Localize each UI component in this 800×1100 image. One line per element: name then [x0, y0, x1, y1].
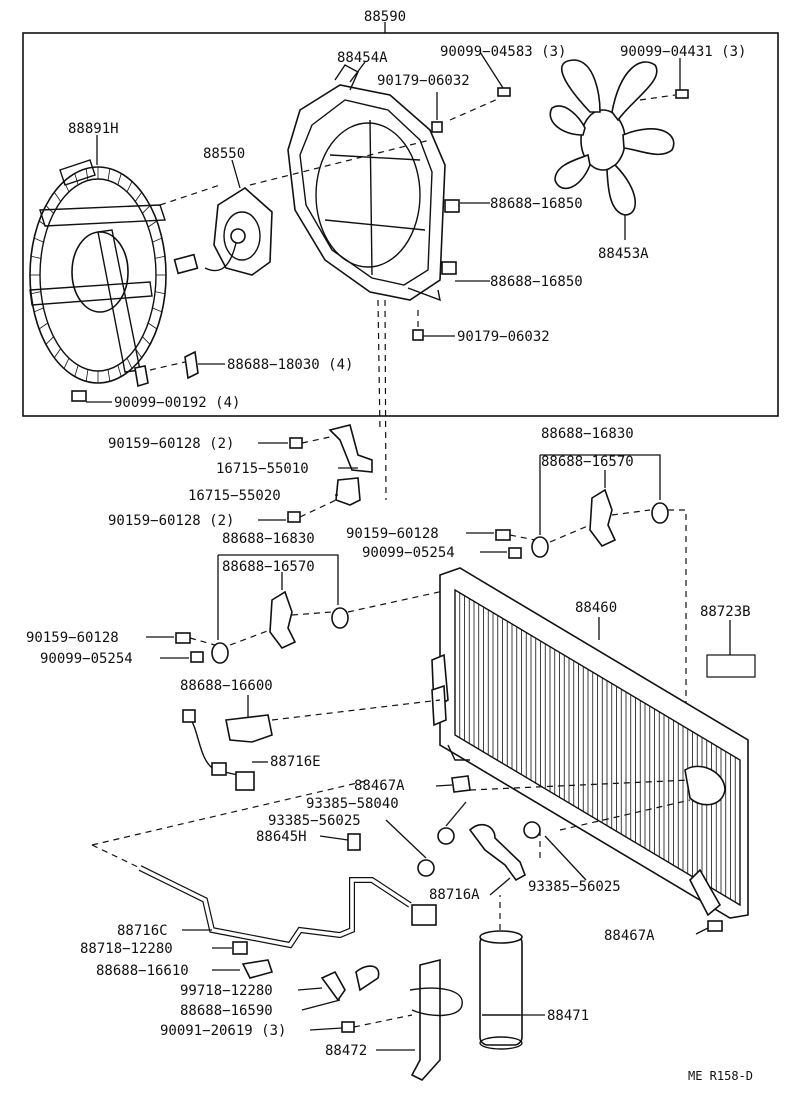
label-88460: 88460	[575, 600, 617, 616]
label-88645H: 88645H	[256, 829, 307, 845]
label-90091-20619: 90091−20619 (3)	[160, 1023, 286, 1039]
label-88716E: 88716E	[270, 754, 321, 770]
label-99718-12280: 99718−12280	[180, 983, 273, 999]
alignment-lines-box	[149, 94, 676, 371]
label-90099-00192: 90099−00192 (4)	[114, 395, 240, 411]
label-sticker	[706, 654, 756, 678]
label-88688-16610: 88688−16610	[96, 963, 189, 979]
label-90099-05254-a: 90099−05254	[362, 545, 455, 561]
condenser-core	[431, 567, 749, 919]
liquid-tube	[91, 779, 412, 979]
label-88688-16590: 88688−16590	[180, 1003, 273, 1019]
label-90179-06032-bottom: 90179−06032	[457, 329, 550, 345]
label-88472: 88472	[325, 1043, 367, 1059]
leader-lines-box	[86, 51, 681, 403]
bracket-parts	[258, 299, 387, 523]
label-88723B: 88723B	[700, 604, 751, 620]
label-88688-16830-right: 88688−16830	[541, 426, 634, 442]
label-88550: 88550	[203, 146, 245, 162]
assembly-label: 88590	[364, 9, 406, 25]
label-88688-16850-top: 88688−16850	[490, 196, 583, 212]
condenser-bracket-right	[466, 454, 687, 745]
label-16715-55010: 16715−55010	[216, 461, 309, 477]
label-90159-60128-c: 90159−60128	[346, 526, 439, 542]
fan-blade	[549, 59, 675, 216]
label-88716A: 88716A	[429, 887, 480, 903]
label-88716C: 88716C	[117, 923, 168, 939]
label-88453A: 88453A	[598, 246, 649, 262]
label-90099-05254-b: 90099−05254	[40, 651, 133, 667]
label-88718-12280: 88718−12280	[80, 941, 173, 957]
label-93385-56025-a: 93385−56025	[268, 813, 361, 829]
part-labels: 88454A 90099−04583 (3) 90099−04431 (3) 9…	[26, 44, 751, 1059]
label-93385-56025-b: 93385−56025	[528, 879, 621, 895]
lower-fittings	[319, 775, 723, 935]
label-88688-16570-right: 88688−16570	[541, 454, 634, 470]
receiver-drier	[479, 895, 545, 1050]
label-90159-60128-b: 90159−60128 (2)	[108, 513, 234, 529]
fasteners-box	[71, 87, 689, 402]
label-90099-04583: 90099−04583 (3)	[440, 44, 566, 60]
fan-shroud-left	[29, 159, 167, 384]
fan-motor	[173, 187, 273, 276]
label-88454A: 88454A	[337, 50, 388, 66]
label-88688-16570-left: 88688−16570	[222, 559, 315, 575]
fan-assembly-box	[22, 32, 779, 417]
condenser-bracket-left	[146, 554, 449, 664]
label-88891H: 88891H	[68, 121, 119, 137]
label-90099-04431: 90099−04431 (3)	[620, 44, 746, 60]
label-90179-06032-top: 90179−06032	[377, 73, 470, 89]
label-88688-18030: 88688−18030 (4)	[227, 357, 353, 373]
fan-shroud-main	[287, 64, 446, 302]
pressure-switch-harness	[182, 695, 441, 791]
figure-code: ME R158-D	[688, 1069, 753, 1083]
label-88688-16600: 88688−16600	[180, 678, 273, 694]
label-88688-16850-bottom: 88688−16850	[490, 274, 583, 290]
receiver-bracket	[297, 958, 463, 1081]
label-88467A-bottom: 88467A	[604, 928, 655, 944]
label-88467A-top: 88467A	[354, 778, 405, 794]
label-90159-60128-d: 90159−60128	[26, 630, 119, 646]
label-88688-16830-left: 88688−16830	[222, 531, 315, 547]
label-93385-58040: 93385−58040	[306, 796, 399, 812]
label-16715-55020: 16715−55020	[188, 488, 281, 504]
label-88471: 88471	[547, 1008, 589, 1024]
label-90159-60128-a: 90159−60128 (2)	[108, 436, 234, 452]
